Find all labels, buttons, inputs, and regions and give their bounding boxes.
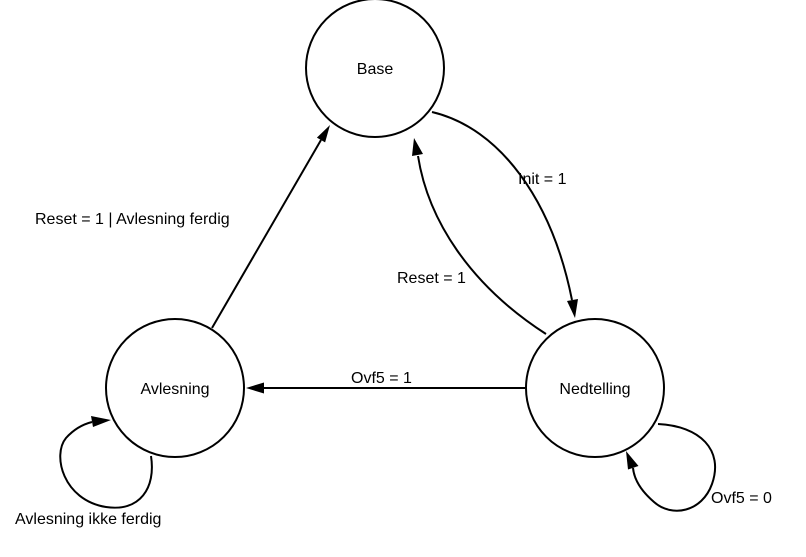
state-nedtelling-label: Nedtelling: [559, 381, 630, 398]
state-avlesning-label: Avlesning: [140, 381, 209, 398]
label-nedtelling-self: Ovf5 = 0: [711, 490, 772, 507]
state-avlesning: Avlesning: [105, 318, 245, 458]
edge-avlesning-to-base: [211, 139, 322, 329]
label-nedtelling-to-avlesning: Ovf5 = 1: [351, 370, 412, 387]
transition-avlesning-self: [59, 416, 153, 509]
state-nedtelling: Nedtelling: [525, 318, 665, 458]
transition-base-to-nedtelling: [431, 111, 578, 318]
transition-nedtelling-self: [626, 423, 717, 512]
state-avlesning-circle: [105, 318, 245, 458]
state-base-circle: [305, 0, 445, 138]
label-base-to-nedtelling: Init = 1: [518, 171, 567, 188]
transition-nedtelling-to-avlesning: [246, 382, 525, 394]
state-base-label: Base: [357, 61, 394, 78]
transition-avlesning-to-base: [211, 125, 330, 329]
arrowhead-avlesning-self: [91, 416, 111, 427]
arrowhead-base-to-nedtelling: [567, 299, 578, 318]
transition-nedtelling-to-base: [412, 138, 547, 335]
edge-nedtelling-self: [632, 423, 717, 512]
arrowhead-avlesning-to-base: [316, 125, 330, 143]
label-avlesning-self: Avlesning ikke ferdig: [15, 511, 161, 528]
edge-nedtelling-to-base: [417, 155, 547, 335]
label-avlesning-to-base: Reset = 1 | Avlesning ferdig: [35, 211, 230, 228]
arrowhead-nedtelling-to-base: [412, 138, 423, 156]
edge-avlesning-self: [59, 421, 153, 509]
state-base: Base: [305, 0, 445, 138]
arrowhead-nedtelling-to-avlesning: [246, 382, 264, 394]
arrowhead-nedtelling-self: [626, 451, 639, 470]
edge-base-to-nedtelling: [431, 111, 573, 301]
label-nedtelling-to-base: Reset = 1: [397, 270, 466, 287]
state-nedtelling-circle: [525, 318, 665, 458]
